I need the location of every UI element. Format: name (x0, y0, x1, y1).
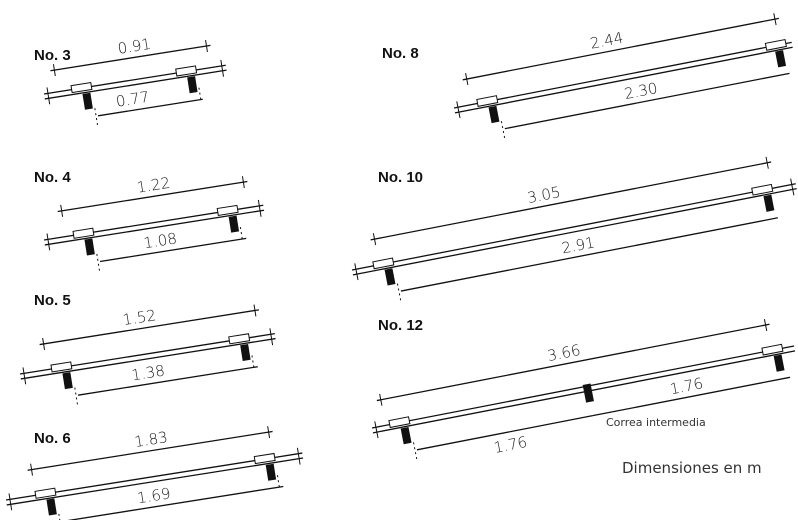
bracket-left (50, 361, 73, 373)
units-label: Dimensiones en m (622, 459, 762, 477)
dimension-line-inner (97, 98, 203, 117)
bracket-left (476, 95, 499, 107)
bracket-right (764, 38, 787, 51)
support-block-left (82, 92, 93, 110)
support-block-left (488, 105, 500, 124)
bracket-right (253, 452, 276, 465)
dimension-line-total (370, 161, 772, 241)
support-block-right (773, 354, 785, 372)
panel-title-no4: No. 4 (34, 169, 71, 186)
dimension-line-total (50, 44, 211, 72)
dimension-inner-no3: 0.77 (115, 88, 151, 111)
panel-no12: No. 12 3.66 1.76 1.76 (371, 317, 796, 461)
panel-no5: No. 5 1.52 1.38 (19, 292, 276, 406)
purlin-beam (371, 345, 795, 429)
panel-no4: No. 4 1.22 1.08 (34, 169, 265, 272)
dimension-line-inner (99, 237, 247, 263)
support-block-left (400, 427, 412, 445)
bracket-left (72, 227, 95, 239)
dimension-total-no4: 1.22 (136, 174, 172, 197)
bracket-left (70, 81, 93, 94)
note-correa-intermedia: Correa intermedia (606, 416, 706, 429)
dimension-total-no6: 1.83 (133, 428, 169, 451)
dimension-line-total (376, 323, 770, 402)
support-block-left (46, 498, 57, 516)
dimension-inner-no4: 1.08 (142, 229, 178, 252)
dimension-line-inner-right (592, 376, 791, 417)
panel-no3: No. 3 0.91 0.77 (34, 35, 227, 127)
dimension-line-total (27, 430, 273, 471)
dimension-total-no3: 0.91 (116, 35, 152, 58)
dimension-line-inner-left (416, 415, 593, 451)
dimension-line-inner (400, 217, 778, 292)
bracket-right (228, 333, 251, 345)
panel-title-no12: No. 12 (378, 317, 423, 334)
support-block-left (84, 238, 95, 256)
bracket-left (388, 416, 411, 429)
support-block-left (384, 268, 396, 286)
panel-title-no8: No. 8 (382, 45, 419, 62)
bracket-left (34, 487, 57, 499)
panel-title-no10: No. 10 (378, 169, 423, 186)
support-block-right (763, 194, 775, 212)
dimension-total-no5: 1.52 (121, 306, 157, 329)
dimension-line-total (39, 309, 260, 346)
dimension-line-inner (61, 485, 284, 520)
support-block-middle (582, 383, 594, 403)
panel-no8: No. 8 2.44 2.30 (382, 13, 793, 139)
dimension-inner-no5: 1.38 (130, 361, 166, 384)
dimension-line-inner (504, 72, 790, 130)
purlin-beam (351, 183, 796, 271)
dimension-inner-left-no12: 1.76 (492, 433, 528, 457)
bracket-right (761, 343, 784, 356)
panel-title-no5: No. 5 (34, 292, 71, 309)
support-block-right (228, 215, 240, 233)
panel-title-no3: No. 3 (34, 47, 71, 64)
dimension-line-total (57, 180, 248, 213)
bracket-right (175, 65, 198, 77)
panel-no10: No. 10 3.05 2.91 (351, 156, 797, 302)
support-block-right (775, 50, 787, 68)
support-block-right (265, 463, 277, 481)
support-block-left (62, 372, 73, 390)
bracket-left (372, 257, 395, 270)
panel-title-no6: No. 6 (34, 430, 71, 447)
panel-no6: No. 6 1.83 1.69 (5, 426, 304, 520)
purlin-beam (453, 41, 792, 109)
bracket-right (751, 183, 774, 196)
dimension-line-total (462, 17, 779, 81)
support-block-right (187, 76, 198, 94)
dimension-inner-no6: 1.69 (136, 484, 172, 507)
support-block-right (240, 343, 251, 362)
dimension-line-inner (77, 366, 258, 396)
bracket-right (216, 204, 239, 217)
